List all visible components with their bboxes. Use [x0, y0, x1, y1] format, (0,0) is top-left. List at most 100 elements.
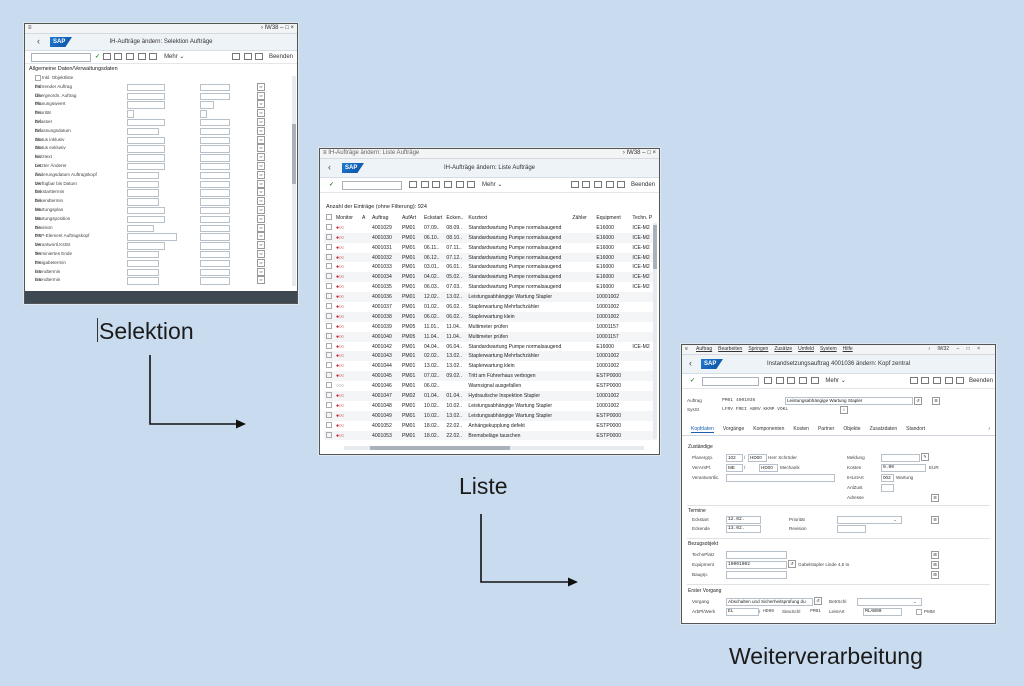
multiple-selection-icon[interactable]: ⇨ — [257, 100, 265, 109]
auftrag-cell[interactable]: 4001045 — [370, 371, 400, 382]
maximize-icon[interactable]: □ — [647, 150, 651, 156]
row-checkbox[interactable] — [326, 293, 332, 300]
attachment-icon[interactable] — [810, 376, 819, 384]
row-select[interactable] — [324, 421, 334, 431]
save-icon[interactable] — [764, 376, 772, 384]
from-field[interactable] — [127, 162, 165, 171]
row-checkbox[interactable] — [326, 391, 332, 398]
scrollbar-thumb[interactable] — [653, 225, 657, 269]
to-field[interactable] — [200, 101, 214, 109]
meldung-field[interactable] — [881, 454, 920, 462]
column-header[interactable]: Ecken.. — [446, 214, 464, 221]
verantwpl-field[interactable]: ME — [726, 464, 743, 472]
anlzust-field[interactable] — [881, 484, 894, 492]
maximize-icon[interactable]: □ — [285, 25, 289, 31]
objectlist-checkbox[interactable] — [35, 75, 41, 81]
to-field[interactable] — [200, 145, 230, 153]
notification-icon[interactable]: ✎ — [921, 453, 929, 461]
to-field[interactable] — [200, 215, 230, 224]
row-select[interactable] — [324, 223, 334, 233]
address-icon[interactable]: ☰ — [931, 494, 939, 502]
from-field[interactable] — [127, 118, 165, 127]
to-field[interactable] — [200, 118, 230, 127]
multiple-selection-icon[interactable]: ⇨ — [257, 205, 265, 214]
goods-icon[interactable] — [799, 376, 808, 384]
auftrag-cell[interactable]: 4001029 — [372, 224, 392, 231]
multiple-selection-icon[interactable]: ⇨ — [257, 91, 265, 100]
longtext-icon[interactable]: ↺ — [914, 397, 922, 405]
row-select[interactable] — [324, 331, 334, 342]
sync-icon[interactable] — [617, 180, 626, 188]
back-icon[interactable]: ‹ — [328, 162, 331, 172]
revision-field[interactable] — [837, 525, 866, 533]
settings-icon[interactable] — [231, 52, 240, 60]
row-checkbox[interactable] — [326, 243, 332, 250]
multiple-selection-icon[interactable]: ⇨ — [257, 109, 265, 118]
row-checkbox[interactable] — [326, 322, 332, 329]
column-header[interactable]: AufArt — [402, 214, 417, 221]
from-field[interactable] — [127, 110, 134, 118]
pmm-checkbox[interactable] — [916, 609, 922, 615]
multiple-selection-icon[interactable]: ⇨ — [257, 241, 265, 250]
auftrag-cell[interactable]: 4001047 — [370, 391, 400, 401]
menu-item-system[interactable]: System — [819, 346, 837, 352]
multiple-selection-icon[interactable]: ⇨ — [257, 249, 265, 258]
auftrag-cell[interactable]: 4001038 — [370, 311, 400, 322]
dates-icon[interactable]: ☰ — [931, 516, 939, 524]
multiple-selection-icon[interactable]: ⇨ — [257, 267, 265, 276]
row-checkbox[interactable] — [326, 283, 332, 290]
from-field[interactable] — [127, 92, 165, 101]
to-field[interactable] — [200, 277, 230, 285]
auftrag-cell[interactable]: 4001046 — [372, 383, 392, 390]
longtext-icon[interactable]: ↺ — [814, 597, 822, 605]
select-column[interactable] — [324, 213, 334, 223]
from-field[interactable] — [127, 180, 159, 189]
to-field[interactable] — [200, 259, 230, 268]
row-checkbox[interactable] — [326, 401, 332, 408]
multiple-selection-icon[interactable]: ⇨ — [257, 223, 265, 232]
auftrag-cell[interactable]: 4001049 — [370, 410, 400, 421]
auftrag-cell[interactable]: 4001044 — [372, 363, 392, 370]
row-select[interactable] — [324, 311, 334, 322]
leistart-field[interactable]: MLAB00 — [863, 608, 902, 616]
row-checkbox[interactable] — [326, 431, 332, 438]
row-select[interactable] — [324, 381, 334, 391]
auftrag-cell[interactable]: 4001035 — [372, 284, 392, 291]
row-select[interactable] — [324, 252, 334, 263]
from-field[interactable] — [127, 101, 165, 109]
multiple-selection-icon[interactable]: ⇨ — [257, 214, 265, 223]
from-field[interactable] — [127, 206, 165, 215]
tab-standort[interactable]: Standort — [906, 426, 926, 432]
display-icon[interactable] — [593, 180, 602, 188]
auftrag-cell[interactable]: 4001048 — [372, 402, 392, 409]
row-select[interactable] — [324, 401, 334, 411]
to-field[interactable] — [200, 162, 230, 171]
menu-item-umfeld[interactable]: Umfeld — [798, 346, 814, 352]
close-icon[interactable]: × — [977, 346, 980, 352]
verantwpl-werk-field[interactable]: HD00 — [759, 464, 778, 472]
menu-item-auftrag[interactable]: Auftrag — [696, 346, 713, 352]
column-header[interactable]: Techn. P — [632, 214, 653, 221]
multiple-selection-icon[interactable]: ⇨ — [257, 197, 265, 206]
row-checkbox[interactable] — [326, 332, 332, 339]
kurztext-field[interactable]: Leistungsabhängige Wartung Stapler — [785, 397, 913, 405]
window-icon[interactable] — [605, 180, 614, 188]
more-button[interactable]: Mehr — [825, 378, 840, 384]
row-select[interactable] — [324, 371, 334, 382]
menu-icon[interactable]: ≡ — [685, 346, 688, 352]
row-checkbox[interactable] — [326, 233, 332, 240]
from-field[interactable] — [127, 224, 154, 233]
status-icon[interactable]: i — [840, 406, 848, 414]
verantwortlich-field[interactable] — [726, 474, 835, 482]
row-select[interactable] — [324, 351, 334, 362]
row-select[interactable] — [324, 361, 334, 371]
auftrag-cell[interactable]: 4001039 — [372, 323, 392, 330]
